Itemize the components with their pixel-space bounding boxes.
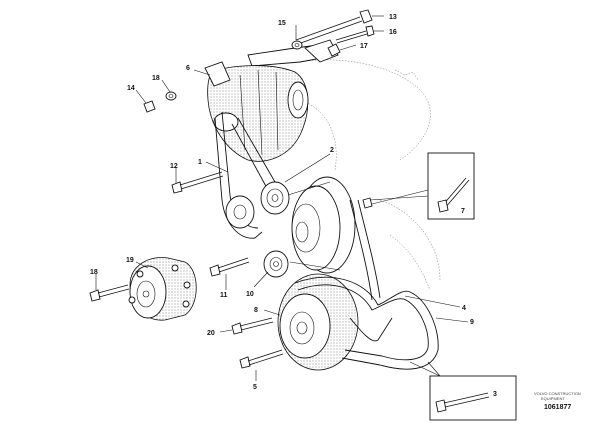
watermark: VOLVO CONSTRUCTION EQUIPMENT 1061877 <box>534 391 581 411</box>
damper-pulley-assembly <box>287 176 356 274</box>
callout-6: 6 <box>186 65 190 72</box>
callout-9: 9 <box>470 319 474 326</box>
callout-18-upper: 18 <box>152 75 160 82</box>
callout-5: 5 <box>253 384 257 391</box>
bolt-18-lower <box>89 284 130 302</box>
callout-box-7 <box>427 152 475 220</box>
bolt-13 <box>295 9 373 45</box>
callout-2: 2 <box>330 147 334 154</box>
callout-17: 17 <box>360 43 368 50</box>
nut-17 <box>327 43 341 57</box>
lower-drive-belts <box>294 199 439 370</box>
bolt-12 <box>171 171 224 194</box>
bolt-16 <box>335 25 375 44</box>
callout-3: 3 <box>493 391 497 398</box>
idler-pulley <box>260 181 290 215</box>
callout-box-3 <box>429 375 517 421</box>
watermark-line-1: VOLVO CONSTRUCTION <box>534 391 581 396</box>
callout-14: 14 <box>127 85 135 92</box>
callout-20: 20 <box>207 330 215 337</box>
callout-10: 10 <box>246 291 254 298</box>
left-lower-pulley <box>225 195 255 229</box>
lower-large-pulley <box>277 273 359 371</box>
callout-16: 16 <box>389 29 397 36</box>
callout-15: 15 <box>278 20 286 27</box>
tensioner-pulley <box>263 250 289 278</box>
engine-ghost-outline <box>299 59 441 291</box>
callout-7: 7 <box>461 208 465 215</box>
bolt-near-7 <box>362 197 373 209</box>
washer-15 <box>291 40 303 50</box>
callout-19: 19 <box>126 257 134 264</box>
nut-14 <box>143 100 156 113</box>
leader-lines <box>95 15 469 381</box>
callout-4: 4 <box>462 305 466 312</box>
callout-8: 8 <box>254 307 258 314</box>
callout-1: 1 <box>198 159 202 166</box>
alternator <box>204 61 309 162</box>
washer-18-upper <box>165 91 177 101</box>
callout-13: 13 <box>389 14 397 21</box>
callout-12: 12 <box>170 163 178 170</box>
callout-18-lower: 18 <box>90 269 98 276</box>
callout-11: 11 <box>220 292 228 299</box>
callout-labels: 13 16 17 15 6 18 14 2 1 12 7 19 18 11 10… <box>90 14 497 398</box>
bolt-5 <box>239 349 284 369</box>
reference-number: 1061877 <box>544 404 571 411</box>
fan-hub <box>128 257 197 321</box>
bolt-20 <box>231 317 274 335</box>
watermark-line-2: EQUIPMENT <box>541 396 565 401</box>
bolt-11 <box>209 257 250 277</box>
